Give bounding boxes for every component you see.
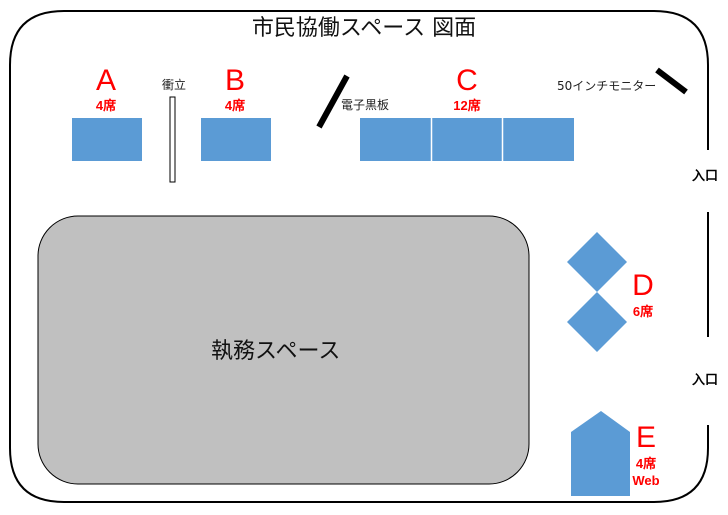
partition-label: 衝立 bbox=[162, 78, 187, 92]
whiteboard-mark bbox=[316, 74, 350, 129]
work-space-area bbox=[37, 215, 530, 485]
work-space-label: 執務スペース bbox=[211, 339, 341, 364]
area-b-label: B bbox=[224, 64, 245, 97]
table-d-2 bbox=[567, 292, 627, 352]
area-c-label: C bbox=[456, 64, 478, 97]
monitor-mark bbox=[655, 67, 688, 95]
area-e-web: Web bbox=[632, 473, 660, 488]
table-e bbox=[571, 411, 630, 496]
table-c-3 bbox=[503, 118, 574, 161]
whiteboard-label: 電子黒板 bbox=[341, 98, 390, 112]
area-e-seats: 4席 bbox=[635, 456, 657, 471]
table-c-2 bbox=[432, 118, 502, 161]
area-b-seats: 4席 bbox=[224, 98, 246, 113]
area-d-label: D bbox=[632, 269, 654, 302]
area-c-seats: 12席 bbox=[453, 98, 481, 113]
area-e-label: E bbox=[635, 421, 656, 454]
page-title: 市民協働スペース 図面 bbox=[251, 16, 477, 41]
table-a bbox=[72, 118, 142, 161]
table-c-1 bbox=[360, 118, 431, 161]
table-d-1 bbox=[567, 232, 627, 292]
monitor-label: 50インチモニター bbox=[557, 79, 657, 93]
table-b bbox=[201, 118, 271, 161]
partition bbox=[169, 96, 176, 183]
area-a-seats: 4席 bbox=[95, 98, 117, 113]
entrance-top-label: 入口 bbox=[692, 169, 719, 184]
entrance-bottom-label: 入口 bbox=[692, 373, 719, 388]
room-wall bbox=[9, 10, 709, 503]
area-d-seats: 6席 bbox=[632, 304, 654, 319]
area-a-label: A bbox=[95, 64, 116, 97]
